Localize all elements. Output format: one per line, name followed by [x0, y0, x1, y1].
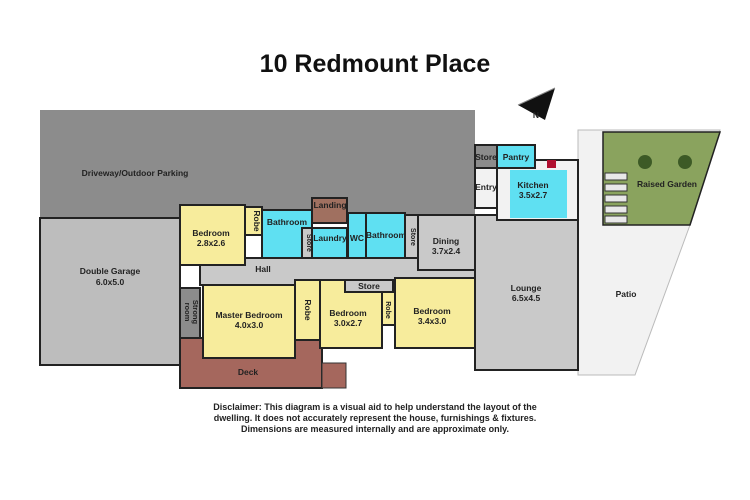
- north-arrow-icon: [517, 87, 556, 120]
- double-garage: [39, 217, 181, 366]
- laundry-label: Laundry: [313, 233, 347, 243]
- garage-size: 6.0x5.0: [96, 277, 125, 287]
- master-bedroom-label: Master Bedroom: [215, 310, 283, 320]
- bedroom-4-label: Bedroom: [413, 306, 451, 316]
- bathroom-2: [365, 212, 406, 259]
- robe-2-label: Robe: [303, 299, 313, 321]
- garden-steps: [604, 172, 628, 224]
- master-bedroom-size: 4.0x3.0: [235, 320, 264, 330]
- dining-label: Dining: [433, 236, 459, 246]
- page-title: 10 Redmount Place: [259, 50, 491, 78]
- store-2-label: Store: [409, 228, 416, 246]
- deck-steps: [321, 362, 347, 389]
- strong-room-label: Strong: [191, 300, 200, 325]
- deck-label: Deck: [238, 367, 259, 377]
- pantry-label: Pantry: [503, 152, 530, 162]
- bedroom-3-size: 3.0x2.7: [334, 318, 363, 328]
- garden-label: Raised Garden: [637, 179, 697, 189]
- entry-label: Entry: [475, 182, 497, 192]
- compass-label: N: [533, 110, 539, 120]
- disclaimer: Disclaimer: This diagram is a visual aid…: [150, 402, 600, 435]
- kitchen: [510, 170, 567, 218]
- strong-room-label-2: room: [183, 303, 192, 322]
- disclaimer-line: dwelling. It does not accurately represe…: [213, 413, 537, 423]
- patio-label: Patio: [616, 289, 637, 299]
- raised-garden: [602, 131, 722, 226]
- robe-1-label: Robe: [252, 210, 262, 232]
- robe-3-label: Robe: [384, 301, 391, 319]
- driveway: [40, 110, 475, 218]
- bedroom-3-label: Bedroom: [329, 308, 367, 318]
- store-1-label: Store: [305, 234, 312, 252]
- lounge-label: Lounge: [511, 283, 542, 293]
- lounge-size: 6.5x4.5: [512, 293, 541, 303]
- master-bedroom: [202, 284, 296, 359]
- lounge: [474, 214, 579, 371]
- bathroom-1-label: Bathroom: [267, 217, 308, 227]
- store-3-label: Store: [358, 281, 380, 291]
- wc-label: WC: [350, 233, 364, 243]
- bedroom-4-size: 3.4x3.0: [418, 316, 447, 326]
- garage-label: Double Garage: [80, 266, 141, 276]
- kitchen-size: 3.5x2.7: [519, 190, 548, 200]
- bathroom-2-label: Bathroom: [366, 230, 407, 240]
- hall-label: Hall: [255, 264, 271, 274]
- disclaimer-line: Dimensions are measured internally and a…: [241, 424, 509, 434]
- bedroom-2-label: Bedroom: [192, 228, 230, 238]
- driveway-label: Driveway/Outdoor Parking: [82, 168, 189, 178]
- cooktop-icon: [547, 160, 556, 168]
- bedroom-4: [394, 277, 476, 349]
- robe-2: [294, 279, 321, 341]
- bedroom-2-size: 2.8x2.6: [197, 238, 226, 248]
- plant-icon: [638, 155, 692, 169]
- strong-room: [179, 287, 201, 339]
- landing-label: Landing: [313, 200, 346, 210]
- kitchen-label: Kitchen: [517, 180, 548, 190]
- landing: [311, 197, 348, 224]
- pantry: [496, 144, 536, 169]
- store-4-label: Store: [475, 152, 497, 162]
- dining-size: 3.7x2.4: [432, 246, 461, 256]
- store-3: [344, 279, 394, 293]
- disclaimer-line: Disclaimer: This diagram is a visual aid…: [213, 402, 537, 412]
- entry: [474, 167, 498, 209]
